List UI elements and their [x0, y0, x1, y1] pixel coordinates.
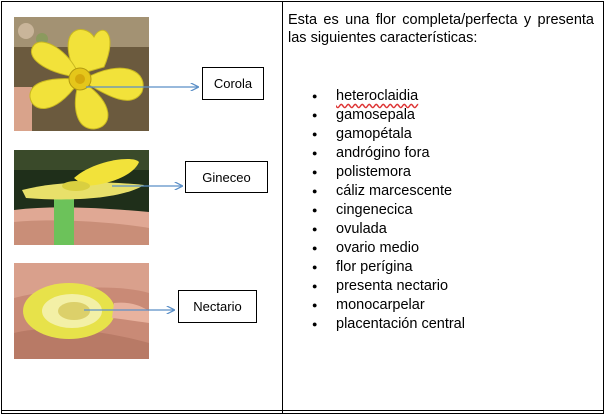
list-item: gamosepala	[312, 106, 465, 125]
flower-gynoecium-photo	[14, 150, 149, 245]
list-item: polistemora	[312, 163, 465, 182]
list-item: flor perígina	[312, 258, 465, 277]
label-corola: Corola	[202, 67, 264, 100]
list-item: ovulada	[312, 220, 465, 239]
list-item: ovario medio	[312, 239, 465, 258]
description-intro: Esta es una flor completa/perfecta y pre…	[288, 12, 594, 46]
list-item: andrógino fora	[312, 144, 465, 163]
label-gineceo: Gineceo	[185, 161, 268, 193]
column-divider	[282, 2, 283, 413]
flower-corolla-photo	[14, 17, 149, 131]
list-item: monocarpelar	[312, 296, 465, 315]
list-item: gamopétala	[312, 125, 465, 144]
list-item: heteroclaidia	[312, 87, 465, 106]
row-divider	[2, 410, 603, 411]
flower-nectary-photo	[14, 263, 149, 359]
list-item: placentación central	[312, 315, 465, 334]
list-item: presenta nectario	[312, 277, 465, 296]
list-item: cingenecica	[312, 201, 465, 220]
label-nectario: Nectario	[178, 290, 257, 323]
traits-list: heteroclaidia gamosepala gamopétala andr…	[312, 87, 465, 334]
list-item: cáliz marcescente	[312, 182, 465, 201]
